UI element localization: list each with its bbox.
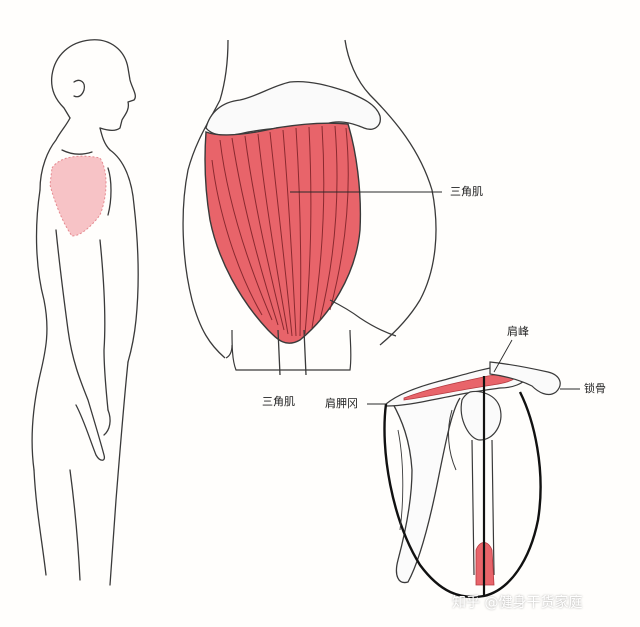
watermark: 知乎 @健身干货家庭 [452,595,583,611]
label-scapular-spine: 肩胛冈 [325,397,358,410]
side-view-figure [31,39,139,586]
deltoid-muscle [204,122,362,344]
label-deltoid-top: 三角肌 [450,185,483,198]
deltoid-closeup [182,39,442,376]
shoulder-skeleton [367,339,580,599]
label-clavicle: 锁骨 [584,382,606,395]
label-acromion: 肩峰 [507,325,529,338]
deltoid-highlight [49,155,107,237]
label-deltoid-bottom: 三角肌 [262,395,295,408]
